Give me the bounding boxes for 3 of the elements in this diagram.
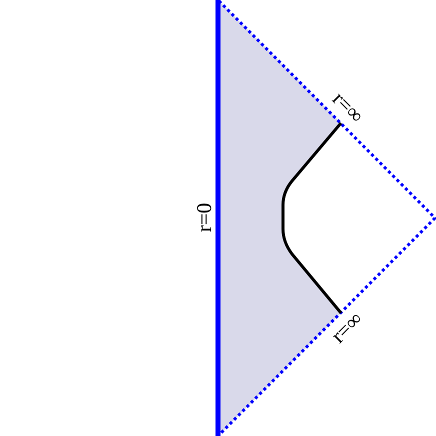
boundary-label: r=0 xyxy=(194,202,215,232)
boundary-label: r=∞ xyxy=(328,308,366,346)
boundary-label: r=∞ xyxy=(328,88,368,126)
